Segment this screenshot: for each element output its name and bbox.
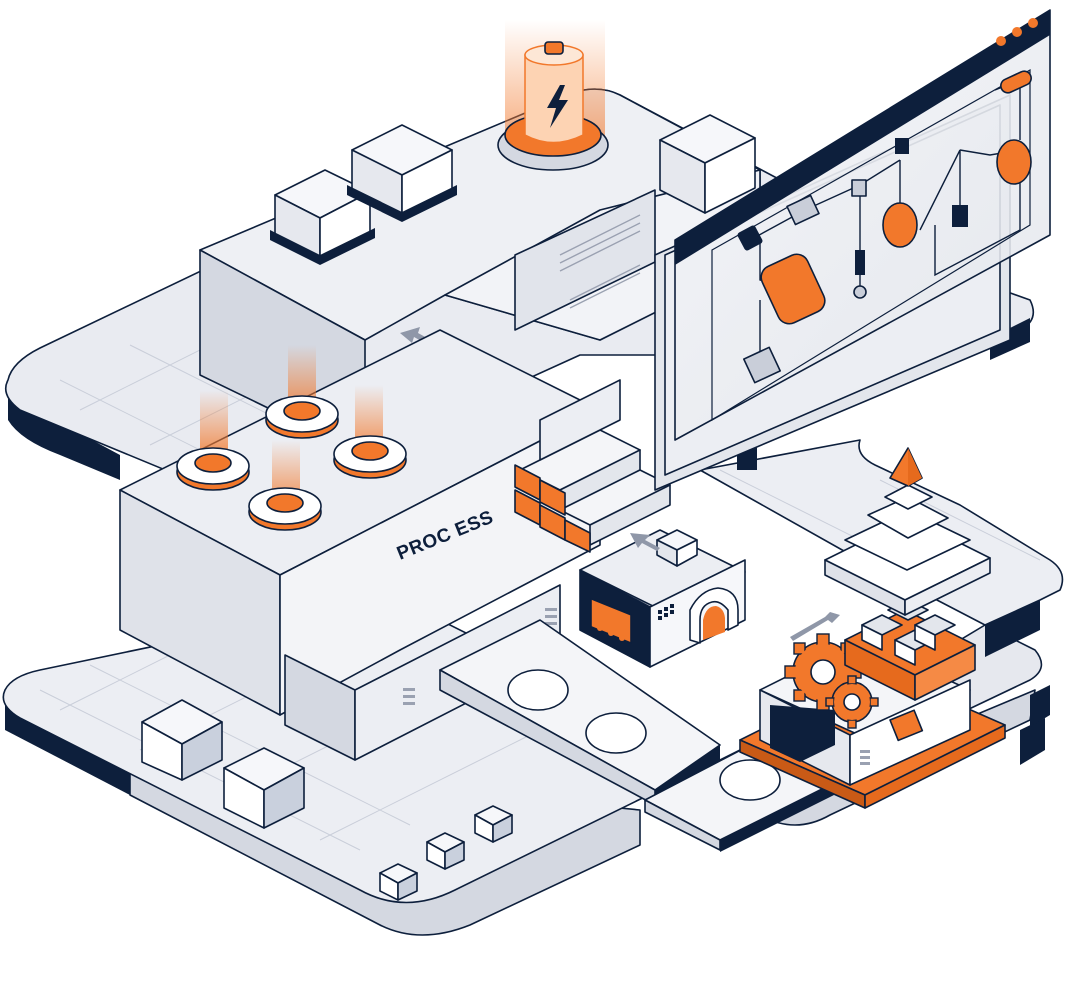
cube-small-1 xyxy=(474,805,513,843)
small-crate xyxy=(656,529,698,567)
crate-2 xyxy=(347,124,457,222)
disc xyxy=(719,759,781,801)
stairs xyxy=(514,379,671,553)
cube-large-2 xyxy=(223,747,305,829)
flow-arrow-icon xyxy=(790,612,840,641)
gear-icon xyxy=(784,633,879,729)
crate-stack xyxy=(844,599,976,701)
ring-node-4 xyxy=(248,440,322,531)
window-dot xyxy=(996,36,1006,46)
cube-small-3 xyxy=(379,863,418,901)
battery-lightning-icon xyxy=(497,20,609,171)
control-box xyxy=(579,529,746,668)
crate-1 xyxy=(270,169,375,265)
output-tray xyxy=(439,619,721,806)
flowchart-monitor xyxy=(654,9,1051,491)
pyramid-stack xyxy=(824,447,991,616)
window-dot xyxy=(1028,18,1038,28)
crate-3 xyxy=(659,114,756,214)
cube-small-2 xyxy=(426,832,465,870)
cube-large-1 xyxy=(141,699,223,781)
disc xyxy=(585,712,647,754)
disc xyxy=(507,669,569,711)
window-dot xyxy=(1012,27,1022,37)
ring-node-2 xyxy=(265,345,339,439)
ring-node-1 xyxy=(176,390,250,491)
ring-node-3 xyxy=(333,385,407,479)
ring-nodes xyxy=(176,345,407,531)
